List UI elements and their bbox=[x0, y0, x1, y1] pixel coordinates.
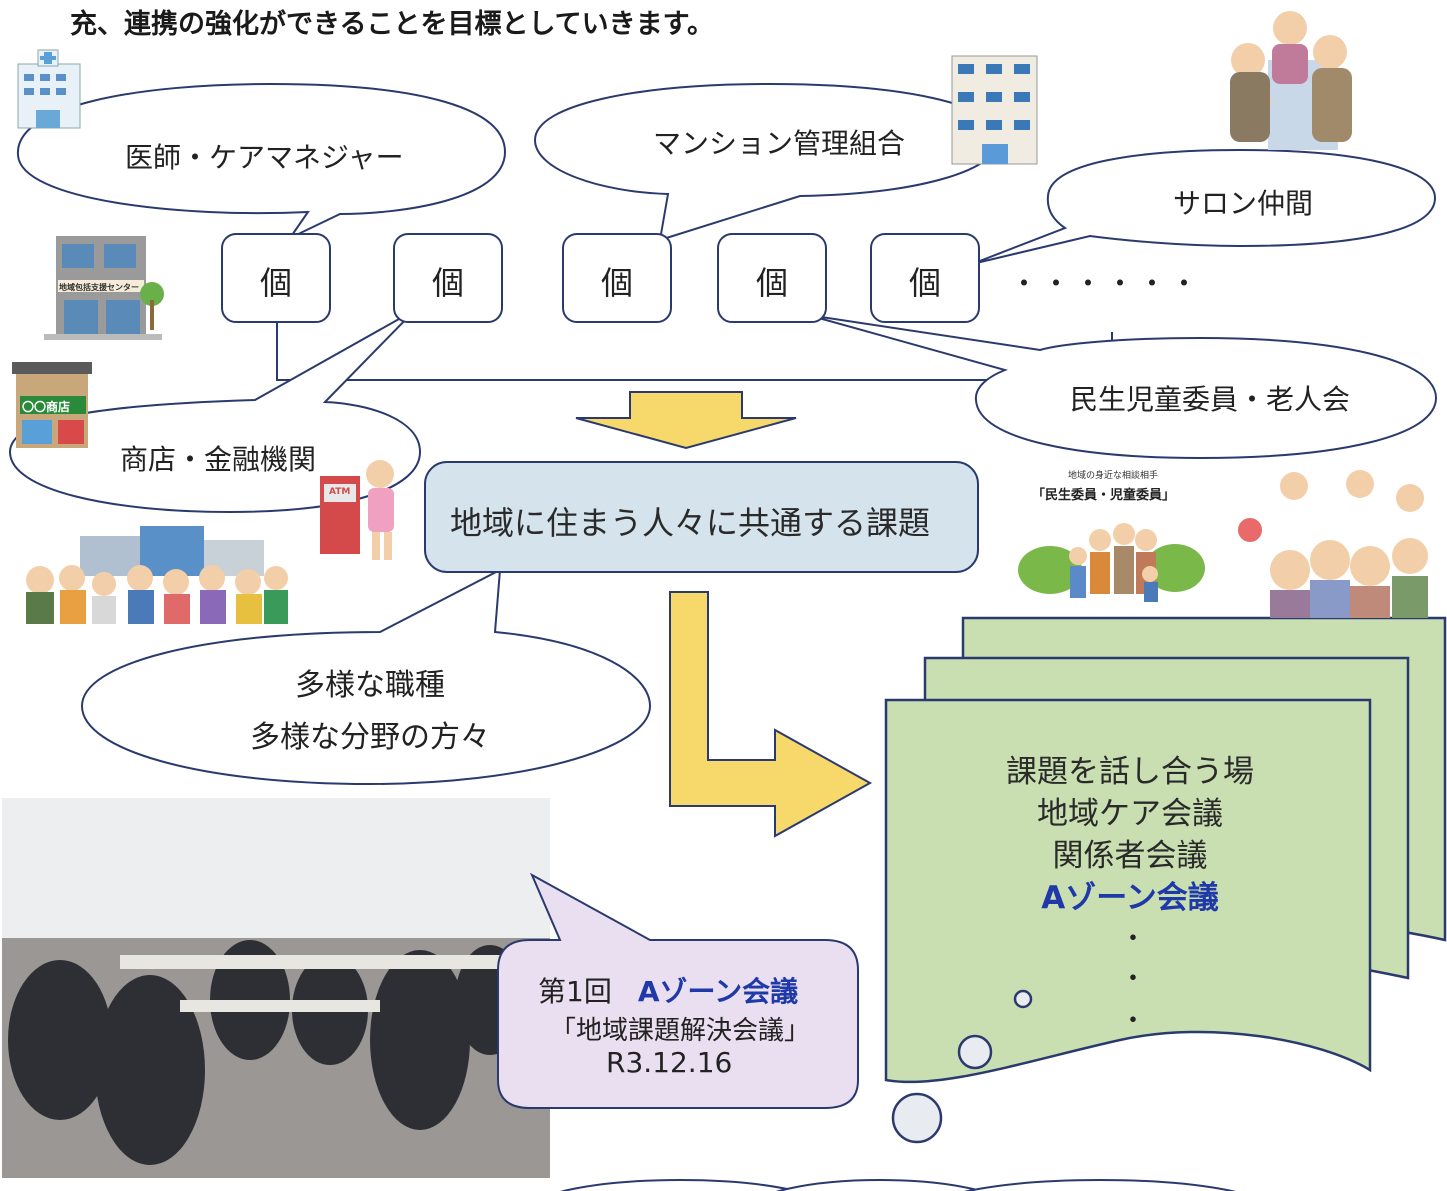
callout-round-label: 第1回 bbox=[538, 975, 612, 1008]
individual-box-2-label: 個 bbox=[432, 264, 465, 302]
individual-box-4-label: 個 bbox=[756, 264, 789, 302]
bubble-minsei-label: 民生児童委員・老人会 bbox=[1070, 383, 1351, 416]
bubble-minsei bbox=[807, 314, 1438, 460]
bubble-shop-label: 商店・金融機関 bbox=[120, 443, 317, 476]
meeting-card-line-2: 地域ケア会議 bbox=[1037, 796, 1223, 832]
down-arrow bbox=[575, 391, 797, 450]
meeting-card-dot-1: ・ bbox=[1120, 924, 1147, 954]
photo-callout-bubble bbox=[497, 872, 859, 1109]
bubble-mansion bbox=[533, 82, 1002, 242]
atm-sign: ATM bbox=[329, 487, 351, 497]
intro-text: 充、連携の強化ができることを目標としていきます。 bbox=[70, 9, 714, 40]
meeting-card-dot-2: ・ bbox=[1120, 964, 1147, 994]
minsei-poster-title: 「民生委員・児童委員」 bbox=[1032, 488, 1176, 503]
callout-line-2: 「地域課題解決会議」 bbox=[550, 1016, 811, 1046]
individual-boxes bbox=[221, 233, 980, 323]
support-center-illustration bbox=[44, 236, 164, 340]
atm-illustration bbox=[320, 460, 394, 560]
bubble-doctor-care bbox=[16, 82, 507, 241]
apartment-illustration bbox=[951, 55, 1038, 165]
common-issue-box bbox=[424, 461, 979, 573]
thought-circles bbox=[891, 989, 1033, 1144]
ellipsis-dots: ・・・・・・ bbox=[1010, 267, 1203, 300]
bubble-salon bbox=[971, 148, 1437, 265]
bubble-doctor-care-label: 医師・ケアマネジャー bbox=[125, 141, 404, 174]
meeting-photo bbox=[2, 798, 550, 1178]
meeting-card-dot-3: ・ bbox=[1120, 1006, 1147, 1036]
diverse-line-2: 多様な分野の方々 bbox=[250, 720, 490, 755]
callout-line-1: 第1回 Aゾーン会議 bbox=[538, 970, 798, 1010]
bubble-mansion-label: マンション管理組合 bbox=[653, 127, 906, 160]
minsei-poster-small: 地域の身近な相談相手 bbox=[1068, 471, 1159, 481]
bubble-salon-label: サロン仲間 bbox=[1173, 187, 1314, 220]
bottom-bubbles bbox=[559, 1179, 1237, 1191]
callout-line-3: R3.12.16 bbox=[606, 1046, 733, 1079]
l-shaped-arrow bbox=[669, 591, 873, 838]
salon-people-illustration bbox=[1230, 11, 1352, 150]
individual-box-3-label: 個 bbox=[601, 264, 634, 302]
bubble-diverse bbox=[80, 568, 652, 786]
meeting-card-line-3: 関係者会議 bbox=[1052, 838, 1208, 874]
town-crowd-illustration bbox=[26, 526, 288, 624]
shop-illustration bbox=[12, 362, 92, 448]
support-center-sign: 地域包括支援センター bbox=[59, 283, 139, 292]
individual-box-1-label: 個 bbox=[260, 264, 293, 302]
elderly-group-illustration bbox=[1238, 470, 1428, 618]
hospital-illustration bbox=[17, 49, 81, 129]
individual-box-5-label: 個 bbox=[909, 264, 942, 302]
shop-sign: 〇〇商店 bbox=[22, 400, 71, 414]
meeting-card-stack bbox=[884, 616, 1447, 1084]
common-issue-text: 地域に住まう人々に共通する課題 bbox=[450, 504, 931, 542]
meeting-card-line-4: Aゾーン会議 bbox=[1041, 880, 1219, 916]
minsei-poster-illustration bbox=[1018, 523, 1205, 602]
callout-zone-meeting: Aゾーン会議 bbox=[637, 975, 799, 1008]
meeting-card-line-1: 課題を話し合う場 bbox=[1006, 754, 1254, 790]
diverse-line-1: 多様な職種 bbox=[295, 668, 445, 703]
